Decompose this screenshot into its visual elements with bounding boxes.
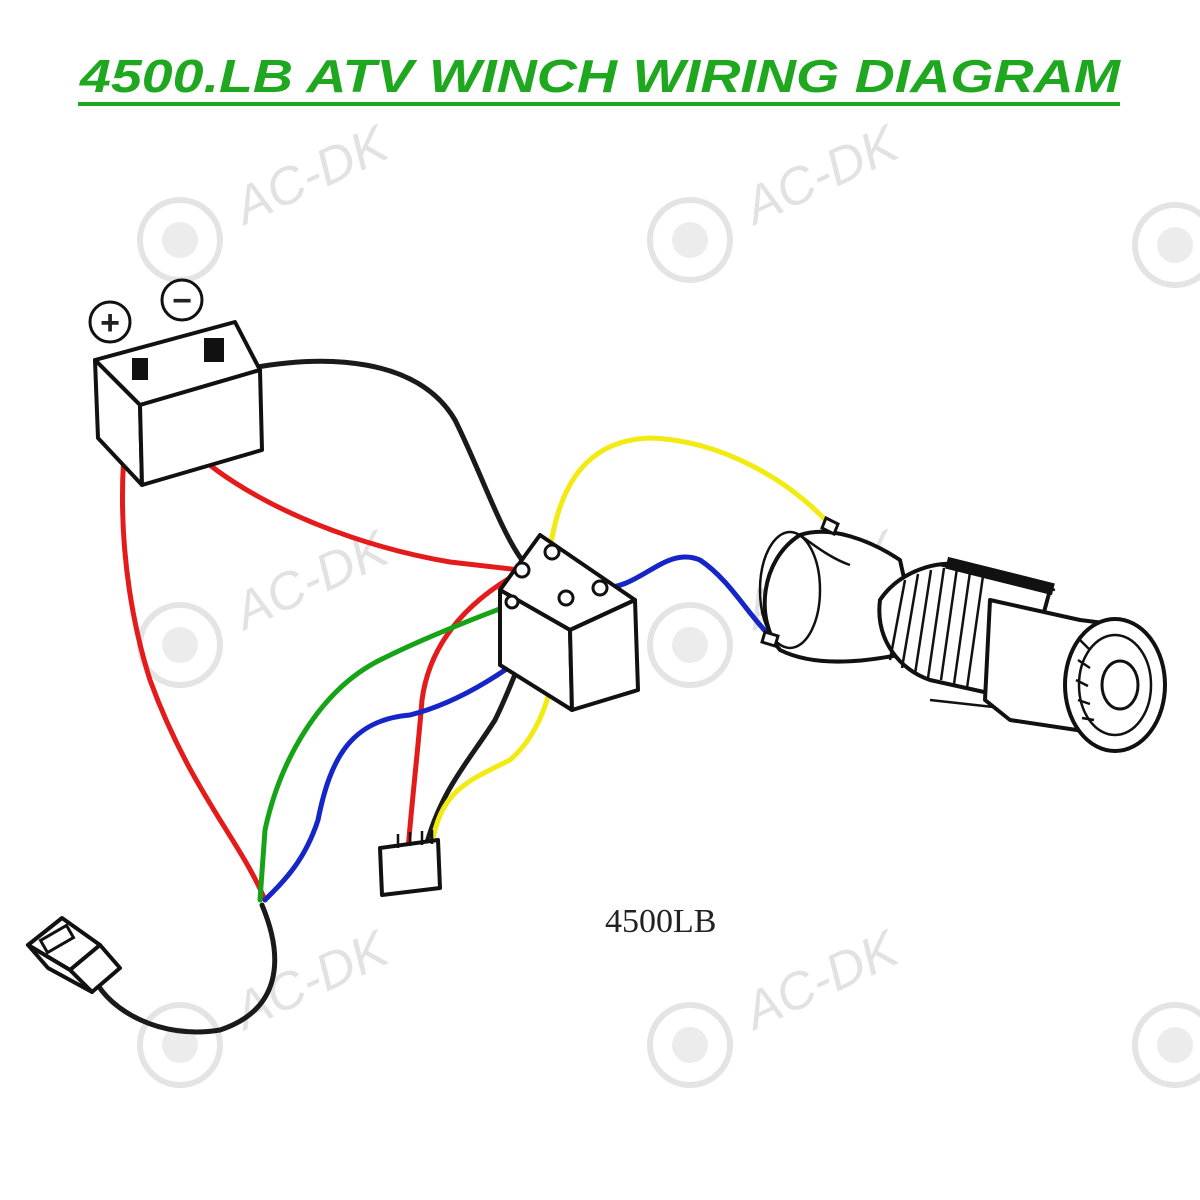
contactor-terminal-icon <box>543 543 561 561</box>
winch-motor-seam <box>799 533 851 567</box>
winch-gearbox-ring <box>1077 633 1153 737</box>
wire-blue-to-motor <box>597 554 775 641</box>
wire-yellow-to-motor <box>547 435 833 553</box>
watermark-logo-icon <box>137 602 223 688</box>
contactor-terminal-icon <box>513 561 531 579</box>
remote-plug-front <box>26 943 94 994</box>
svg-text:+: + <box>100 304 120 342</box>
battery-positive-terminal-icon <box>132 358 148 380</box>
positive-symbol-icon: + <box>88 300 132 344</box>
negative-symbol-icon: − <box>160 278 204 322</box>
watermark-logo-icon <box>647 602 733 688</box>
watermark-logo-icon <box>137 197 223 283</box>
remote-plug-socket-icon <box>38 923 76 955</box>
winch-gearbox-fins <box>1075 639 1095 722</box>
watermark-logo-icon <box>137 1002 223 1088</box>
diagram-title: 4500.LB ATV WINCH WIRING DIAGRAM <box>79 50 1122 102</box>
battery: + − <box>88 278 264 487</box>
watermark-text: AC-DK <box>733 919 909 1042</box>
model-label: 4500LB <box>605 903 716 940</box>
wire-black-battery-negative <box>229 358 563 595</box>
contactor-box <box>498 533 640 712</box>
watermark-text: AC-DK <box>733 114 909 237</box>
winch-cable-coils <box>888 567 985 689</box>
winch-gearbox <box>983 598 1167 753</box>
battery-negative-terminal-icon <box>204 338 224 362</box>
battery-side <box>138 368 264 487</box>
contactor-terminal-icon <box>591 579 609 597</box>
remote-plug <box>26 916 122 994</box>
watermark-text: AC-DK <box>223 919 399 1042</box>
watermark-text: AC-DK <box>223 519 399 642</box>
watermark-text: AC-DK <box>223 114 399 237</box>
contactor-terminal-icon <box>504 594 520 610</box>
watermark-logo-icon <box>1132 1002 1200 1088</box>
wire-green-to-remote <box>257 602 513 903</box>
svg-text:−: − <box>172 282 192 320</box>
winch-motor-end-cap <box>758 530 822 650</box>
contactor-terminal-icon <box>557 589 575 607</box>
switch-connector-pins <box>396 830 434 848</box>
winch-fairlead-bar-icon <box>945 556 1055 596</box>
watermark-logo-icon <box>1132 202 1200 288</box>
wire-blue-left-to-remote <box>262 627 563 903</box>
watermark-logo-icon <box>647 197 733 283</box>
wire-black-to-remote <box>92 902 278 1035</box>
winch-gearbox-hub-icon <box>1100 659 1140 711</box>
contactor-side <box>568 598 640 712</box>
wire-red-to-switch <box>405 569 523 853</box>
watermark-logo-icon <box>647 1002 733 1088</box>
switch-connector-body <box>378 838 442 897</box>
switch-connector <box>378 830 442 897</box>
motor-terminal-icon <box>760 630 780 648</box>
motor-terminal-icon <box>820 515 840 537</box>
